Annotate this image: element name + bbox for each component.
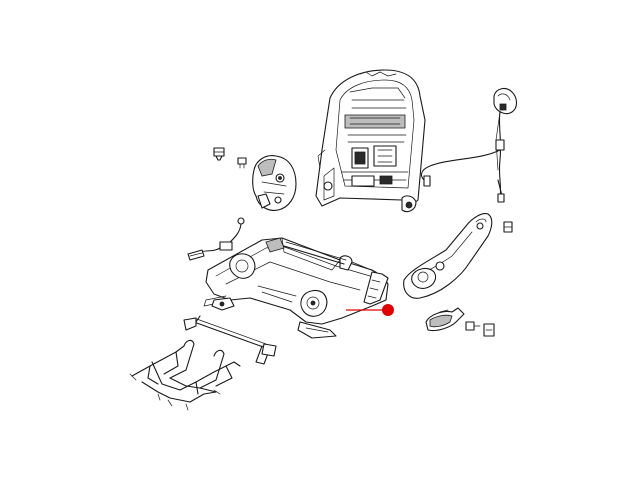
screw-3 (465, 321, 481, 331)
side-shield-upper (252, 155, 297, 211)
screw-1 (213, 147, 225, 161)
seat-cushion-frame (203, 237, 389, 339)
clip-right (503, 221, 513, 233)
adjuster-cable (420, 111, 505, 203)
adjuster-knob (493, 87, 518, 115)
cross-tube (283, 241, 347, 265)
callout-pointer (346, 304, 394, 316)
lever-handle (425, 307, 465, 332)
support-rod (183, 315, 277, 365)
cover-cap (483, 323, 495, 337)
recliner-cable (187, 217, 245, 261)
seat-back-frame (315, 69, 426, 213)
screw-2 (237, 157, 247, 169)
callout-marker (382, 304, 394, 316)
side-shield-right (403, 213, 493, 299)
seat-track-rail-right (363, 271, 389, 305)
spring-assembly (129, 339, 241, 411)
